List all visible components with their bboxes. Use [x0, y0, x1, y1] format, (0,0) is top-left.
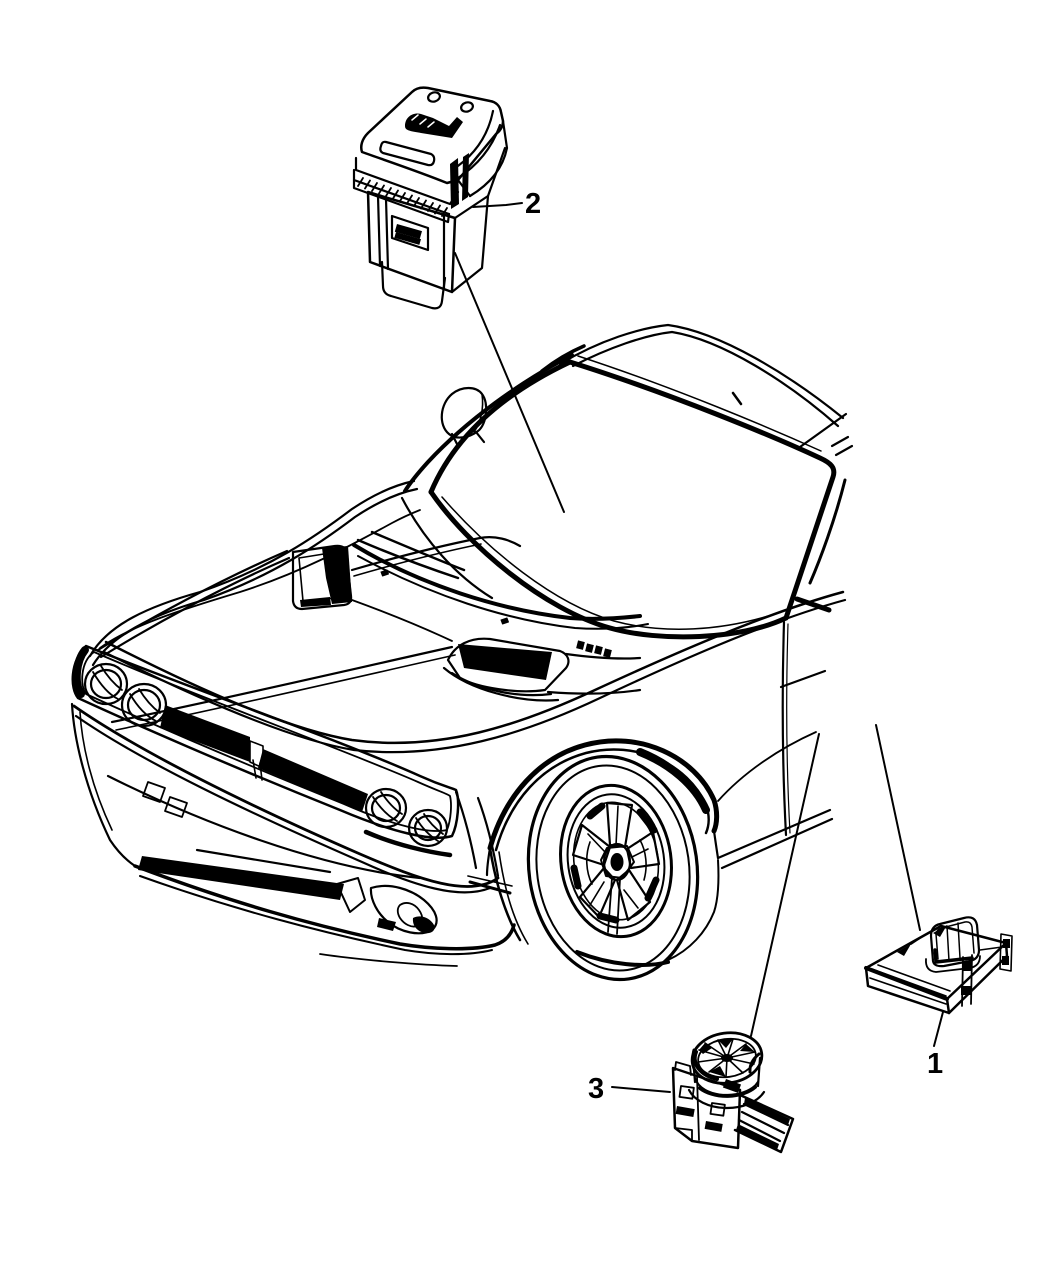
svg-text:3: 3 — [588, 1073, 604, 1105]
svg-text:2: 2 — [525, 188, 541, 220]
svg-text:1: 1 — [927, 1048, 943, 1080]
